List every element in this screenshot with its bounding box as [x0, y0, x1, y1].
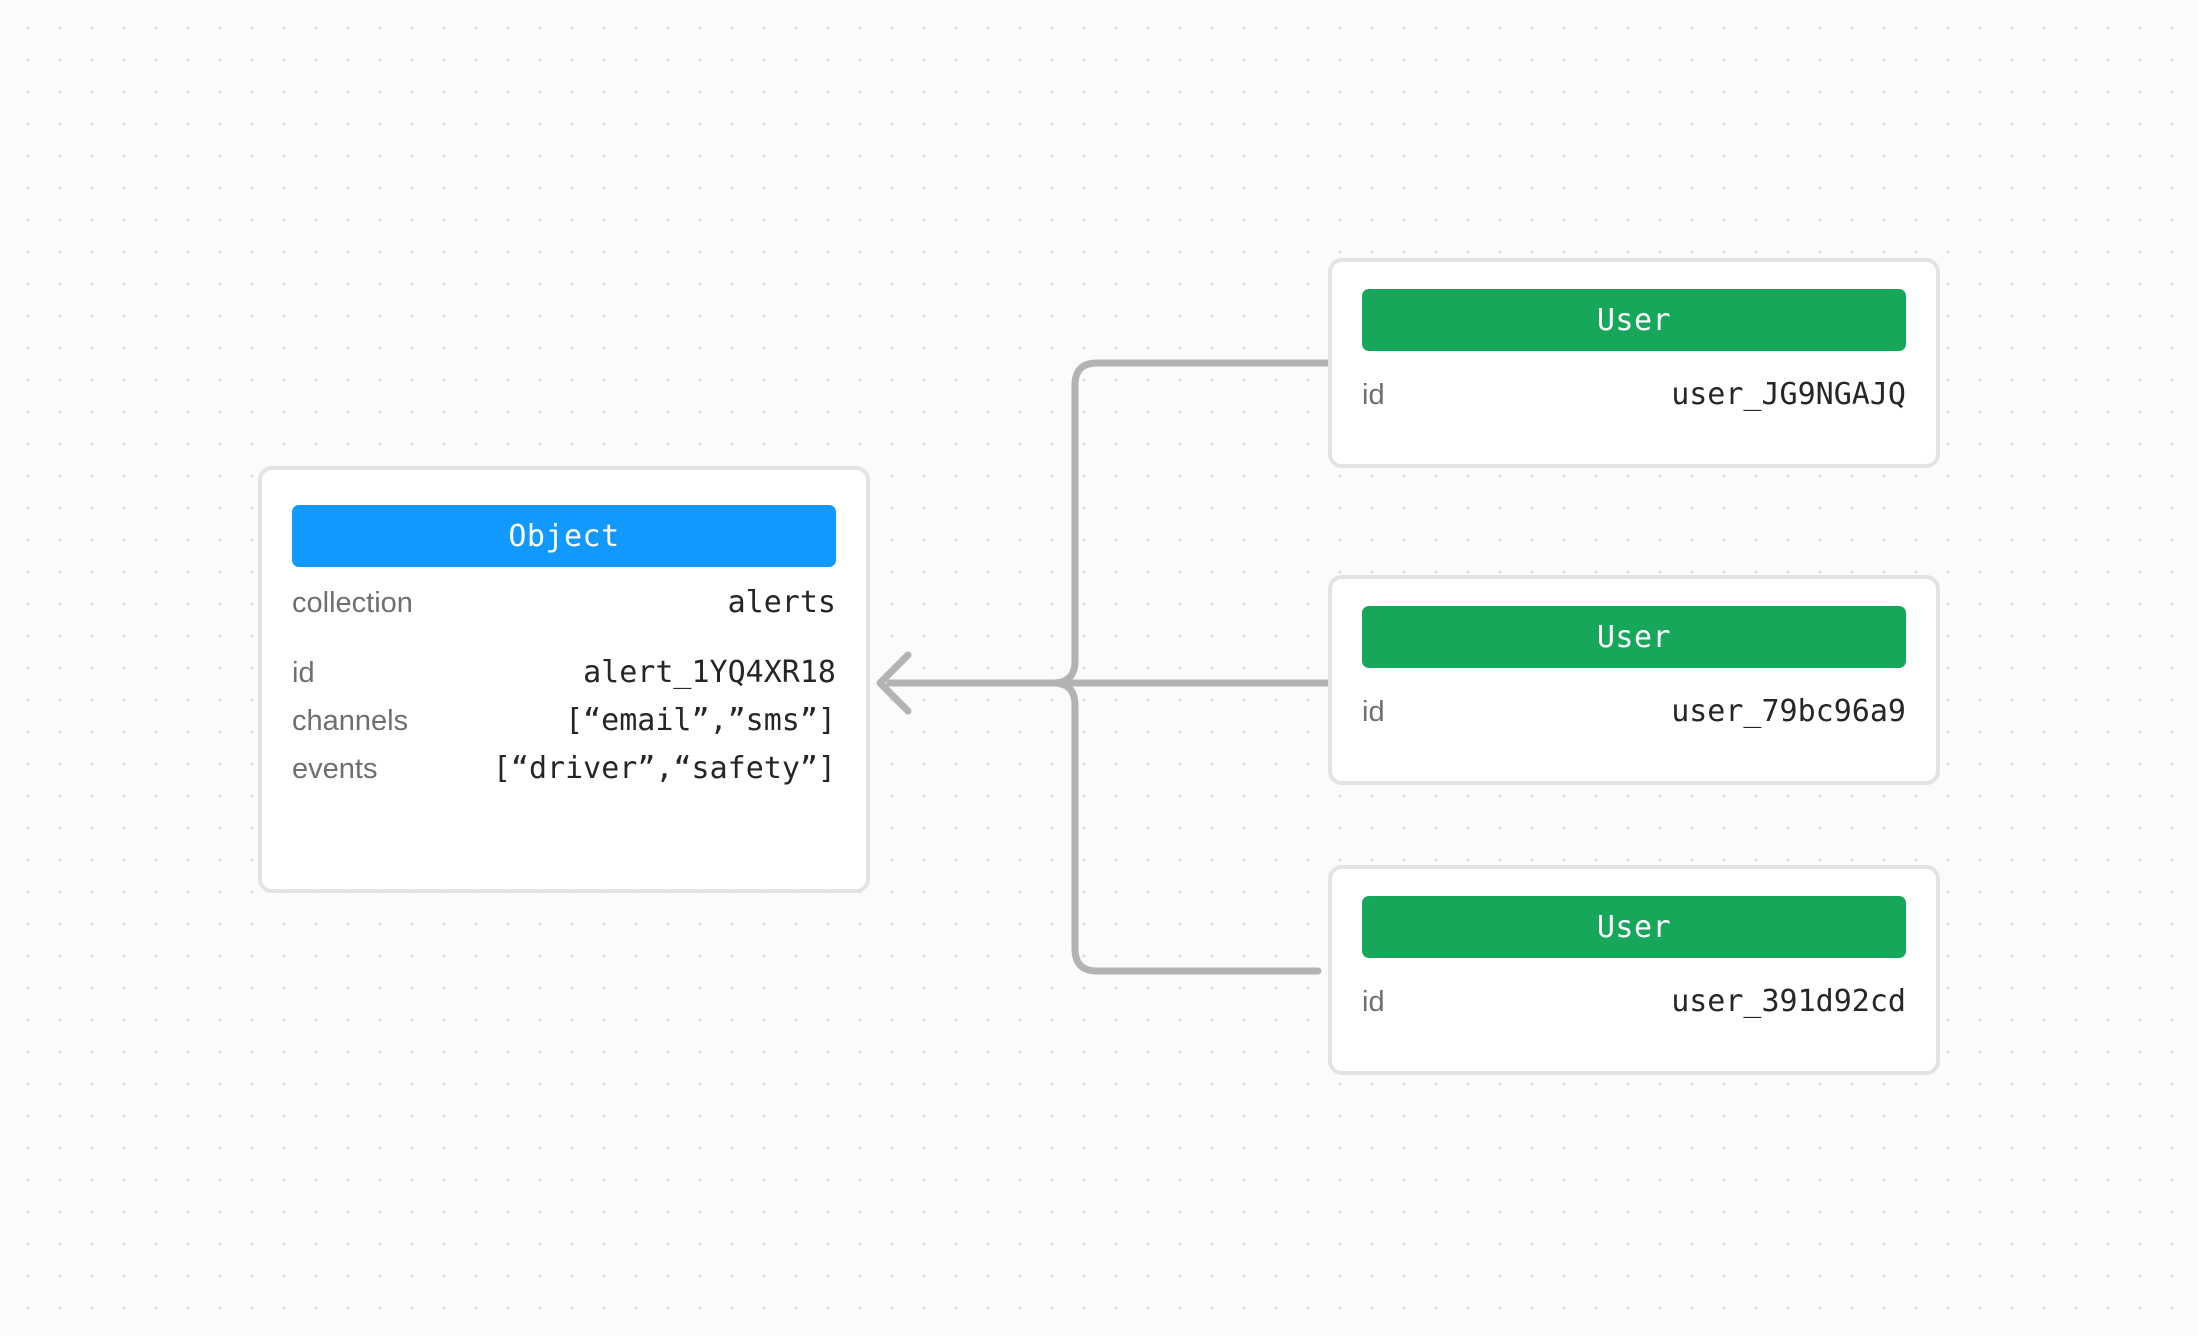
field-value: alerts [727, 585, 836, 620]
object-node-type-badge: Object [292, 505, 836, 567]
field-key: collection [292, 587, 413, 619]
field-key: id [1362, 696, 1385, 728]
field-row-id: id user_JG9NGAJQ [1362, 377, 1906, 425]
object-node-fields: collection alerts id alert_1YQ4XR18 chan… [292, 585, 836, 799]
object-node-type-label: Object [508, 518, 620, 554]
user-node-type-badge: User [1362, 606, 1906, 668]
user-node-3[interactable]: User id user_391d92cd [1328, 865, 1940, 1075]
field-value: user_79bc96a9 [1671, 694, 1906, 729]
field-value: [“email”,”sms”] [565, 703, 836, 738]
edge-arrowhead-icon [876, 651, 912, 715]
field-key: events [292, 753, 378, 785]
field-row-events: events [“driver”,“safety”] [292, 751, 836, 799]
field-value: user_JG9NGAJQ [1671, 377, 1906, 412]
field-row-id: id user_391d92cd [1362, 984, 1906, 1032]
user-node-1[interactable]: User id user_JG9NGAJQ [1328, 258, 1940, 468]
field-value: user_391d92cd [1671, 984, 1906, 1019]
edge-user-1-to-object [886, 359, 1334, 687]
user-node-fields: id user_79bc96a9 [1362, 694, 1906, 742]
edge-user-3-to-object [886, 679, 1322, 975]
field-value: alert_1YQ4XR18 [583, 655, 836, 690]
user-node-type-label: User [1596, 302, 1672, 338]
field-row-channels: channels [“email”,”sms”] [292, 703, 836, 751]
field-row-id: id alert_1YQ4XR18 [292, 655, 836, 703]
user-node-type-badge: User [1362, 289, 1906, 351]
field-key: channels [292, 705, 409, 737]
user-node-fields: id user_JG9NGAJQ [1362, 377, 1906, 425]
field-key: id [1362, 986, 1385, 1018]
field-row-id: id user_79bc96a9 [1362, 694, 1906, 742]
field-group-separator [292, 633, 836, 655]
field-value: [“driver”,“safety”] [492, 751, 836, 786]
user-node-type-label: User [1596, 909, 1672, 945]
user-node-fields: id user_391d92cd [1362, 984, 1906, 1032]
user-node-type-badge: User [1362, 896, 1906, 958]
field-row-collection: collection alerts [292, 585, 836, 633]
user-node-type-label: User [1596, 619, 1672, 655]
user-node-2[interactable]: User id user_79bc96a9 [1328, 575, 1940, 785]
field-key: id [1362, 379, 1385, 411]
field-key: id [292, 657, 315, 689]
object-node[interactable]: Object collection alerts id alert_1YQ4XR… [258, 466, 870, 893]
